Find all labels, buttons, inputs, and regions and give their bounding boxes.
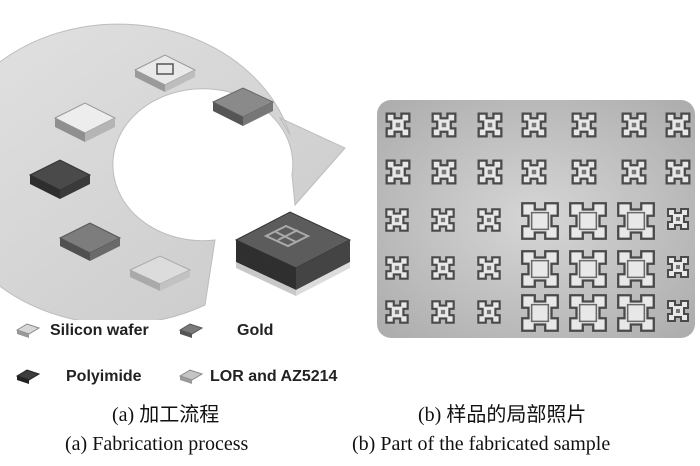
final-device-chip bbox=[234, 211, 352, 296]
chip-step-resist bbox=[128, 255, 192, 291]
metamaterial-cell bbox=[569, 250, 607, 288]
legend-label-lor-az5214: LOR and AZ5214 bbox=[210, 368, 338, 385]
caption-a-chinese: (a) 加工流程 bbox=[112, 404, 220, 426]
metamaterial-cell bbox=[569, 294, 607, 332]
metamaterial-cell bbox=[667, 208, 689, 230]
legend-label-polyimide: Polyimide bbox=[66, 368, 142, 385]
metamaterial-cell bbox=[521, 250, 559, 288]
polyimide-swatch bbox=[15, 369, 41, 384]
sample-micrograph bbox=[377, 100, 695, 338]
silicon-wafer-swatch bbox=[15, 323, 41, 338]
metamaterial-cell bbox=[617, 294, 655, 332]
metamaterial-cell bbox=[521, 294, 559, 332]
chip-step-silicon bbox=[53, 102, 117, 142]
gold-swatch bbox=[178, 323, 204, 338]
caption-b-chinese: (b) 样品的局部照片 bbox=[418, 404, 587, 426]
caption-a-english: (a) Fabrication process bbox=[65, 433, 249, 455]
metamaterial-cell bbox=[521, 202, 559, 240]
lor-az5214-swatch bbox=[178, 369, 204, 384]
chip-step-polyimide bbox=[28, 159, 92, 199]
chip-step-patterned bbox=[133, 54, 197, 92]
metamaterial-cell bbox=[617, 202, 655, 240]
fabrication-process-diagram bbox=[0, 23, 352, 320]
metamaterial-cell bbox=[667, 300, 689, 322]
metamaterial-cell bbox=[569, 202, 607, 240]
legend-label-gold: Gold bbox=[237, 322, 274, 339]
legend-label-silicon-wafer: Silicon wafer bbox=[50, 322, 149, 339]
chip-step-gold bbox=[211, 87, 275, 126]
chip-step-gold-layer bbox=[58, 222, 122, 261]
metamaterial-cell bbox=[617, 250, 655, 288]
caption-b-english: (b) Part of the fabricated sample bbox=[352, 433, 611, 455]
metamaterial-cell bbox=[667, 256, 689, 278]
